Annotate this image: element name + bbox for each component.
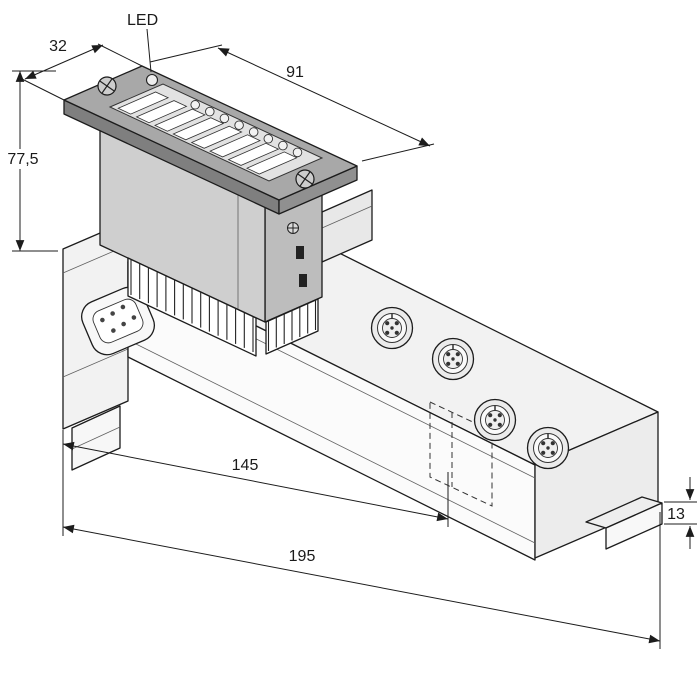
m12-connector [431,337,475,381]
connector-pin [488,413,493,418]
connector-pin [100,317,105,323]
led-indicator-dot [219,113,230,124]
comb-teeth [267,300,317,351]
m12-connector [473,398,517,442]
dim-77-5-label: 77,5 [7,151,38,168]
connector-pin [120,304,126,310]
dimension-32: 32 [19,38,143,101]
comb-teeth [130,259,254,352]
dsub-pins [100,304,137,333]
connector-pin [131,315,137,320]
dimension-195: 195 [62,512,661,649]
label-backplate [1,149,47,169]
connector-pin [110,311,115,316]
dimension-13: 13 [664,477,697,549]
connector-pin [385,321,390,326]
connector-pin [497,413,502,418]
connector-pin [446,361,451,366]
led-indicator-dot [234,120,244,130]
extension-line [361,143,435,162]
connector-pin [394,321,399,326]
extension-line [149,44,223,63]
base-tongue-groove [321,205,373,229]
dim-91-label: 91 [286,64,304,81]
label-slot [245,151,298,175]
label-slot [227,142,280,166]
connector-pin [550,441,555,446]
m12-connector [370,306,414,350]
connector-pin [390,326,394,330]
base-front-groove [127,339,536,544]
base-tongue-block [321,189,373,263]
dimension-91: 91 [149,44,435,162]
electronic-module [63,65,358,357]
led-indicator-dot [292,147,303,158]
connector-pin [455,352,460,357]
dim-13-label: 13 [667,506,685,523]
connector-pin [488,422,493,427]
led-indicator-dot [278,140,288,151]
connector-pin [493,418,497,422]
led-indicator-dot [205,106,215,117]
dim-195-label: 195 [289,548,316,565]
connector-pin [541,441,546,446]
screw-icon [97,76,117,96]
base-left-groove [62,348,129,378]
dimensions: LED 32 91 77,5 145 [1,12,697,649]
break-line-dashed [429,401,493,507]
dimension-145: 145 [62,430,449,536]
label-slot [117,91,170,115]
vent-slot [296,246,304,259]
dimension-line [24,44,104,80]
led-indicator-dot [190,100,200,110]
dsub-connector [81,286,155,356]
vent-slot [299,274,307,287]
extension-line [19,77,65,101]
connector-pin [111,328,116,333]
label-slot [135,100,188,124]
connector-pin [497,422,502,427]
dim-32-label: 32 [49,38,67,55]
led-leader-line [146,28,152,73]
led-indicator-dot [248,127,259,137]
dim-145-label: 145 [232,457,259,474]
screw-icon [295,169,315,189]
connector-pin [550,450,555,455]
connector-pin [546,446,550,450]
led-indicator-dot [263,134,274,144]
dimension-77-5: 77,5 [1,70,58,252]
label-slot [154,108,206,132]
dsub-inner [92,298,144,344]
connector-pin [446,352,451,357]
extension-line [97,43,143,67]
m12-connector [526,426,570,470]
connector-pin [451,357,455,361]
connector-pin [121,321,126,327]
dimension-line [217,47,431,147]
led-diagnostic-dot [145,73,159,87]
m12-connector-group [370,306,570,470]
dimension-line [62,441,449,522]
led-label: LED [127,12,158,29]
connector-pin [541,450,546,455]
body-screw-icon [287,222,299,234]
dimension-line [62,524,661,644]
connector-pin [455,361,460,366]
connector-pin [394,330,399,335]
connector-pin [385,330,390,335]
